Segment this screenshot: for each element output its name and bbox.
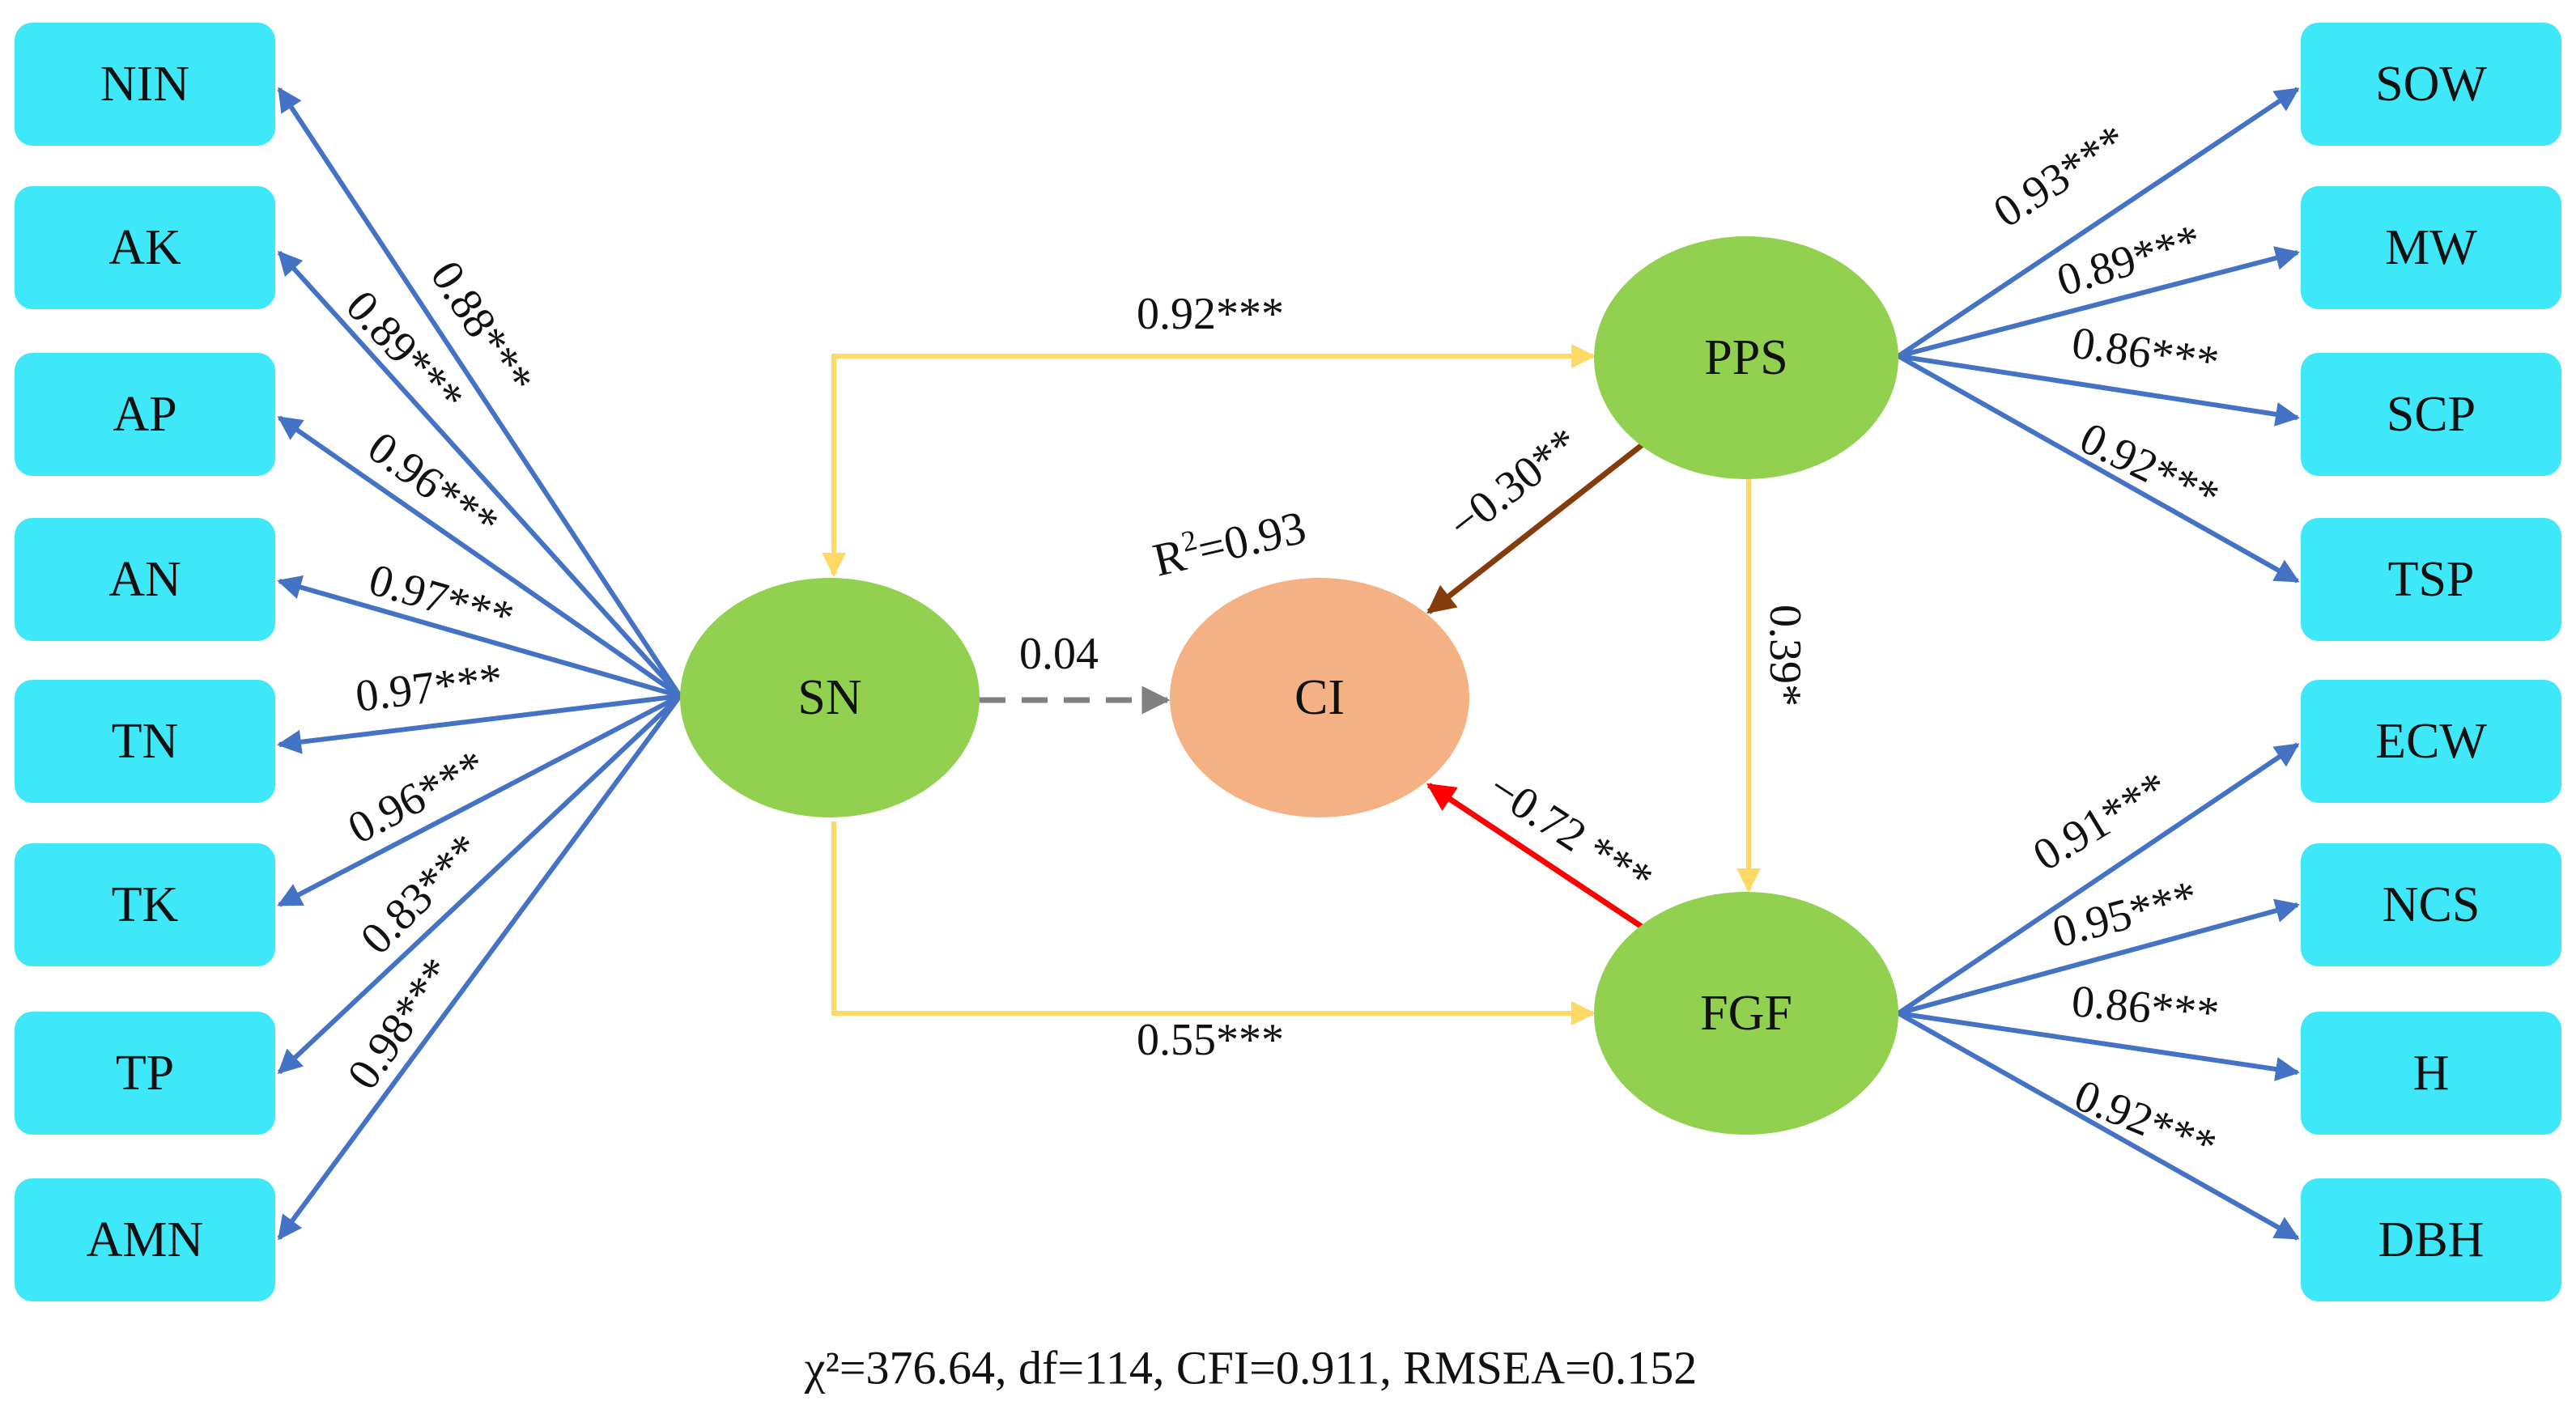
left-loading-labels: 0.88*** 0.89*** 0.96*** 0.97*** 0.97*** … xyxy=(336,253,542,1099)
loading-label-h: 0.86*** xyxy=(2070,976,2221,1039)
indicator-box-scp: SCP xyxy=(2301,353,2561,476)
indicator-box-ap: AP xyxy=(15,353,275,476)
indicator-box-mw: MW xyxy=(2301,186,2561,309)
node-sn-label: SN xyxy=(797,670,861,725)
loading-arrow-tk xyxy=(277,694,682,907)
indicator-label-tk: TK xyxy=(112,877,179,932)
indicator-box-nin: NIN xyxy=(15,23,275,146)
indicator-label-scp: SCP xyxy=(2387,387,2476,442)
loading-label-mw: 0.89*** xyxy=(2051,215,2207,307)
path-label-sn-ci: 0.04 xyxy=(1019,629,1099,679)
indicator-box-dbh: DBH xyxy=(2301,1178,2561,1301)
node-fgf: FGF xyxy=(1594,892,1898,1135)
indicator-label-h: H xyxy=(2413,1046,2450,1101)
right-bottom-loading-arrows xyxy=(1897,742,2300,1241)
left-indicators: NIN AK AP AN TN TK TP AMN xyxy=(15,23,275,1301)
indicator-label-nin: NIN xyxy=(100,57,189,112)
path-label-pps-ci: −0.30** xyxy=(1439,418,1588,550)
node-pps: PPS xyxy=(1594,236,1898,479)
indicator-box-ak: AK xyxy=(15,186,275,309)
indicator-label-amn: AMN xyxy=(87,1212,204,1267)
right-indicators: SOW MW SCP TSP ECW NCS H DBH xyxy=(2301,23,2561,1301)
loading-label-tsp: 0.92*** xyxy=(2072,413,2227,523)
path-label-sn-fgf: 0.55*** xyxy=(1137,1015,1284,1065)
node-ci: CI xyxy=(1170,578,1469,817)
node-pps-label: PPS xyxy=(1704,330,1787,385)
indicator-box-sow: SOW xyxy=(2301,23,2561,146)
right-bottom-loading-labels: 0.91*** 0.95*** 0.86*** 0.92*** xyxy=(2025,762,2223,1172)
loading-arrow-ncs xyxy=(1898,898,2300,1016)
path-label-sn-pps: 0.92*** xyxy=(1137,289,1284,339)
indicator-label-ak: AK xyxy=(108,220,181,275)
indicator-label-an: AN xyxy=(108,552,181,607)
node-sn: SN xyxy=(680,578,980,817)
loading-arrow-ecw xyxy=(1897,742,2300,1016)
structural-paths xyxy=(822,344,1761,1025)
loading-arrow-tsp xyxy=(1897,354,2300,584)
loading-arrow-dbh xyxy=(1897,1011,2300,1241)
left-loading-arrows xyxy=(277,87,682,1241)
loading-arrow-h xyxy=(1898,1011,2300,1081)
indicator-label-sow: SOW xyxy=(2375,57,2487,112)
loading-arrow-amn xyxy=(277,694,682,1241)
indicator-box-tn: TN xyxy=(15,680,275,803)
loading-arrow-tp xyxy=(277,694,682,1075)
indicator-box-tp: TP xyxy=(15,1012,275,1135)
loading-label-dbh: 0.92*** xyxy=(2068,1070,2223,1172)
loading-arrow-nin xyxy=(277,87,682,698)
loading-label-scp: 0.86*** xyxy=(2069,318,2222,388)
indicator-label-tsp: TSP xyxy=(2388,552,2475,607)
path-fgf-ci xyxy=(1426,783,1643,929)
indicator-label-ecw: ECW xyxy=(2375,714,2487,769)
path-sn-fgf xyxy=(831,821,1596,1025)
indicator-box-tsp: TSP xyxy=(2301,518,2561,641)
indicator-box-an: AN xyxy=(15,518,275,641)
loading-arrow-tn xyxy=(277,694,681,754)
path-pps-ci xyxy=(1426,443,1644,614)
loading-label-ecw: 0.91*** xyxy=(2025,762,2177,881)
indicator-box-ecw: ECW xyxy=(2301,680,2561,803)
indicator-box-h: H xyxy=(2301,1012,2561,1135)
node-fgf-label: FGF xyxy=(1700,986,1792,1041)
right-top-loading-arrows xyxy=(1897,87,2300,584)
loading-label-sow: 0.93*** xyxy=(1985,115,2136,237)
loading-arrow-sow xyxy=(1897,87,2300,359)
path-sn-pps xyxy=(822,344,1596,577)
loading-arrow-ap xyxy=(277,415,682,698)
indicator-label-tn: TN xyxy=(112,714,179,769)
indicator-label-dbh: DBH xyxy=(2378,1212,2485,1267)
indicator-label-ncs: NCS xyxy=(2383,877,2480,932)
right-top-loading-labels: 0.93*** 0.89*** 0.86*** 0.92*** xyxy=(1985,115,2227,522)
loading-arrow-mw xyxy=(1898,246,2300,359)
indicator-label-tp: TP xyxy=(116,1046,174,1101)
indicator-label-ap: AP xyxy=(113,387,176,442)
indicator-box-ncs: NCS xyxy=(2301,843,2561,966)
indicator-box-tk: TK xyxy=(15,843,275,966)
indicator-box-amn: AMN xyxy=(15,1178,275,1301)
loading-arrow-scp xyxy=(1898,354,2300,427)
loading-arrow-an xyxy=(277,575,681,698)
loading-arrow-ak xyxy=(277,250,682,698)
node-ci-label: CI xyxy=(1294,670,1345,725)
path-label-pps-fgf: 0.39* xyxy=(1760,605,1810,707)
fit-statistics: χ²=376.64, df=114, CFI=0.911, RMSEA=0.15… xyxy=(804,1342,1698,1394)
r-squared-label: R2=0.93 xyxy=(1148,499,1311,586)
indicator-label-mw: MW xyxy=(2385,220,2477,275)
loading-label-ncs: 0.95*** xyxy=(2047,872,2203,958)
loading-label-tk: 0.96*** xyxy=(340,741,494,854)
loading-label-tn: 0.97*** xyxy=(353,654,505,722)
